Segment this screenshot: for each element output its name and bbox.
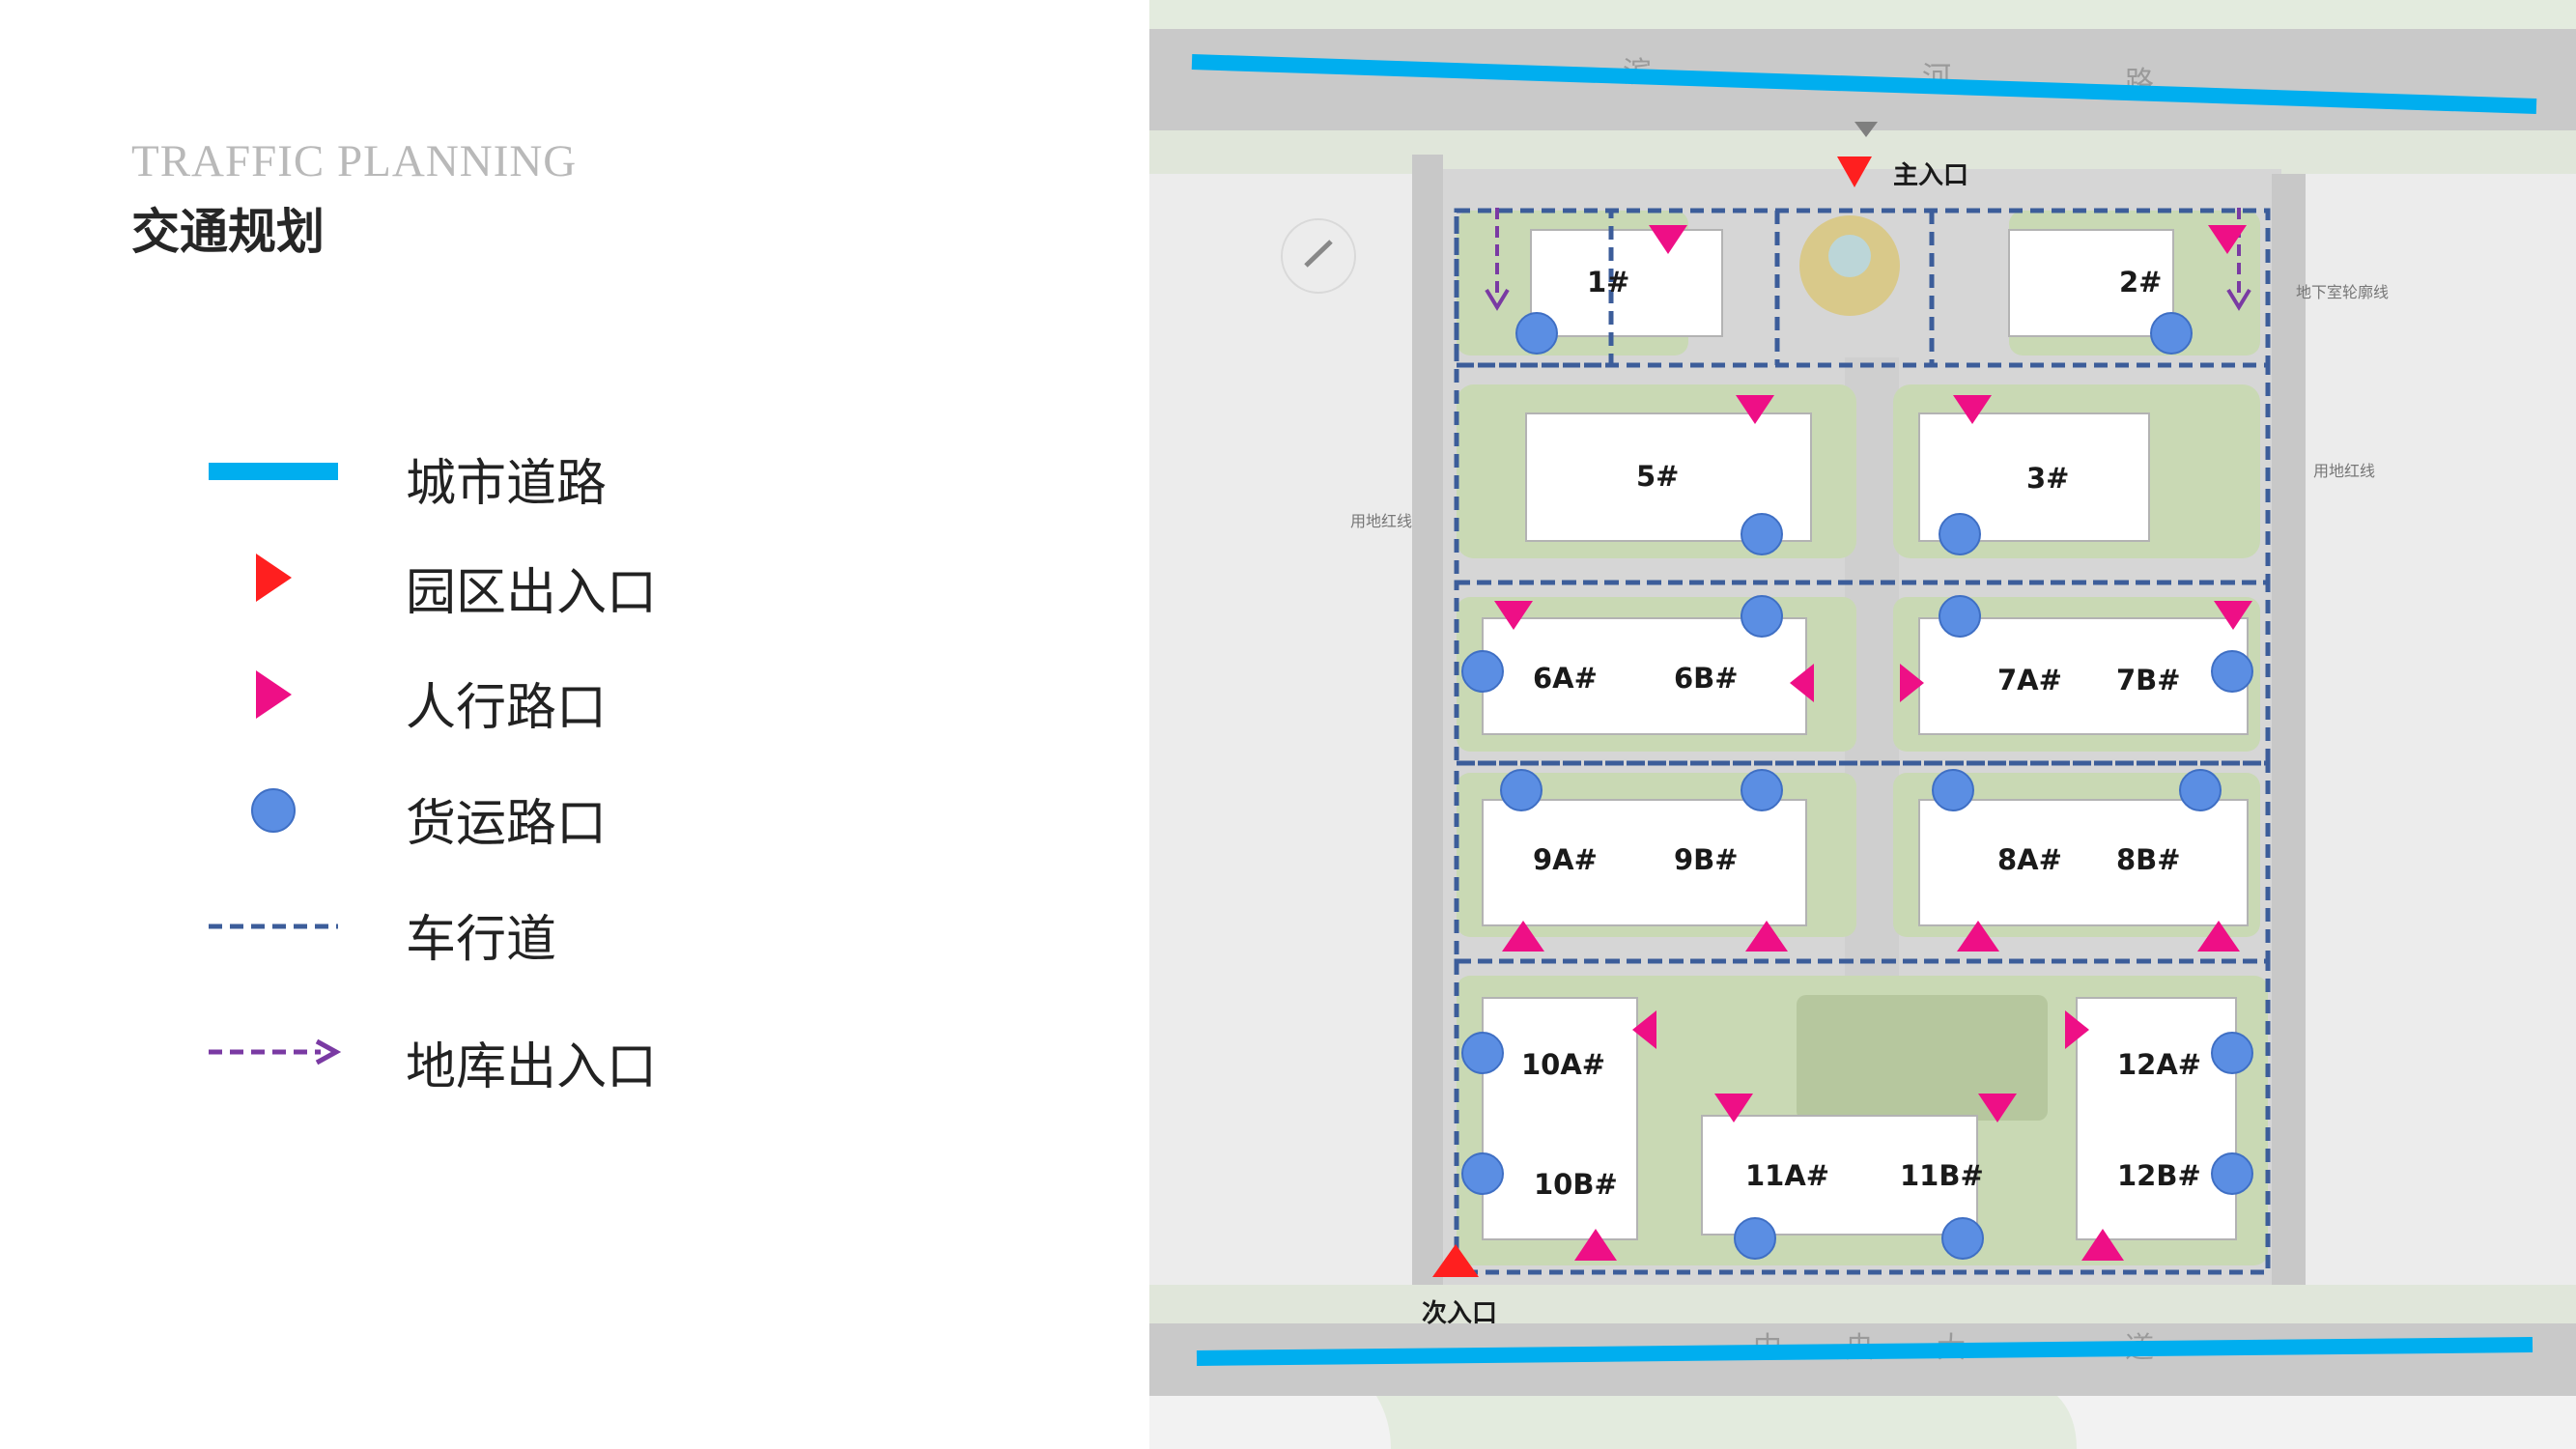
legend-item-garage: 地库出入口 — [203, 1009, 782, 1096]
note-site-boundary: 用地红线 — [2313, 462, 2375, 480]
building-label: 9B# — [1674, 843, 1739, 876]
building-label: 12B# — [2117, 1159, 2201, 1192]
legend-label-driveway: 车行道 — [406, 911, 557, 969]
red-triangle-icon — [256, 554, 292, 602]
purple-dashed-arrow-icon — [209, 1038, 342, 1065]
secondary-entrance-label: 次入口 — [1422, 1299, 1497, 1328]
note-basement-outline: 地下室轮廓线 — [2296, 283, 2389, 301]
building-label: 2# — [2119, 266, 2162, 298]
site-plan: 滨河路 中央大道 — [1149, 0, 2576, 1449]
building-label: 9A# — [1533, 843, 1598, 876]
building-label: 11A# — [1745, 1159, 1829, 1192]
legend-item-city-road: 城市道路 — [203, 425, 782, 513]
building-label: 5# — [1636, 460, 1679, 493]
legend-label-park-entrance: 园区出入口 — [406, 564, 658, 622]
legend-item-pedestrian: 人行路口 — [203, 649, 782, 737]
title-chinese: 交通规划 — [131, 204, 325, 260]
building-label: 7A# — [1997, 664, 2062, 696]
note-site-boundary: 用地红线 — [1350, 512, 1412, 530]
legend-label-garage: 地库出入口 — [406, 1038, 658, 1096]
building-label: 6B# — [1674, 662, 1739, 695]
building-label: 6A# — [1533, 662, 1598, 695]
building-label: 1# — [1587, 266, 1629, 298]
blue-circle-icon — [251, 788, 296, 833]
blue-line-icon — [209, 463, 338, 480]
legend-label-pedestrian: 人行路口 — [406, 679, 608, 737]
title-english: TRAFFIC PLANNING — [131, 136, 578, 186]
building-label: 10A# — [1521, 1048, 1605, 1081]
legend-item-park-entrance: 园区出入口 — [203, 534, 782, 622]
dashed-line-icon — [209, 923, 338, 929]
site-plan-drawing: 滨河路 中央大道 — [1149, 0, 2576, 1449]
building-label: 10B# — [1534, 1168, 1618, 1201]
building-label: 12A# — [2117, 1048, 2201, 1081]
main-entrance-label: 主入口 — [1893, 161, 1968, 190]
legend-item-freight: 货运路口 — [203, 765, 782, 853]
legend-label-freight: 货运路口 — [406, 795, 608, 853]
building-label: 8B# — [2116, 843, 2181, 876]
building-label: 11B# — [1900, 1159, 1984, 1192]
building-label: 3# — [2026, 462, 2069, 495]
building-label: 7B# — [2116, 664, 2181, 696]
pink-triangle-icon — [256, 670, 292, 719]
legend-item-driveway: 车行道 — [203, 881, 782, 969]
building-label: 8A# — [1997, 843, 2062, 876]
legend-label-city-road: 城市道路 — [406, 455, 608, 513]
